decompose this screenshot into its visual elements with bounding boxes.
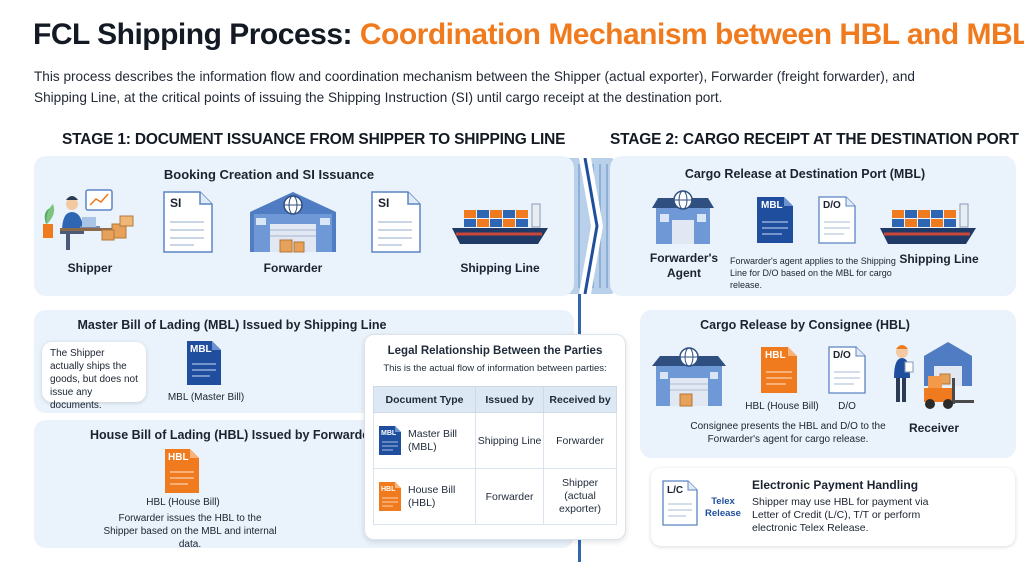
hbl-release-caption1: HBL (House Bill) (745, 401, 819, 412)
receiver-forklift-icon (888, 336, 984, 416)
mbl-row-icon-label: MBL (381, 430, 397, 437)
do-doc-label-1: D/O (823, 200, 841, 211)
cargo-ship-icon-1 (450, 200, 550, 248)
mbl-release-title: Cargo Release at Destination Port (MBL) (684, 167, 926, 181)
hbl-row-icon: HBL (378, 481, 402, 512)
hbl-issued-title: House Bill of Lading (HBL) Issued by For… (89, 428, 375, 442)
booking-title: Booking Creation and SI Issuance (163, 167, 375, 182)
shipping-line-label-1: Shipping Line (460, 261, 540, 275)
title-part2: Coordination Mechanism between HBL and M… (359, 18, 1024, 51)
hbl-release-title: Cargo Release by Consignee (HBL) (700, 318, 910, 332)
mbl-issued-title: Master Bill of Lading (MBL) Issued by Sh… (77, 318, 387, 332)
table-row: HBL House Bill (HBL) Forwarder Shipper (… (372, 468, 617, 525)
telex-release-label: Telex Release (705, 496, 741, 519)
mbl-doc-label: MBL (190, 344, 212, 355)
issued-cell: Forwarder (475, 468, 545, 525)
forwarder-label: Forwarder (263, 261, 323, 275)
forwarder-warehouse-icon (246, 188, 340, 254)
shipper-desk-icon (40, 186, 136, 254)
title-part1: FCL Shipping Process: (33, 18, 353, 51)
mbl-caption: MBL (Master Bill) (167, 392, 245, 403)
si-document-icon-2 (370, 190, 422, 254)
do-document-icon-2 (828, 346, 866, 394)
hbl-caption: HBL (House Bill) (146, 497, 220, 508)
hbl-release-note: Consignee presents the HBL and D/O to th… (690, 421, 886, 445)
shipper-note-card: The Shipper actually ships the goods, bu… (42, 342, 146, 411)
si-document-icon-1 (162, 190, 214, 254)
issued-cell: Shipping Line (475, 412, 545, 469)
col-document-type: Document Type (372, 386, 477, 413)
doc-name: Master Bill (MBL) (408, 427, 458, 453)
doc-name: House Bill (HBL) (408, 483, 456, 509)
do-doc-label-2: D/O (833, 350, 851, 361)
table-row: MBL Master Bill (MBL) Shipping Line Forw… (372, 412, 617, 469)
doc-cell: MBL Master Bill (MBL) (372, 412, 477, 469)
page-title: FCL Shipping Process: Coordination Mecha… (33, 18, 1024, 52)
hbl-release-caption2: D/O (838, 401, 856, 412)
stage2-heading: STAGE 2: CARGO RECEIPT AT THE DESTINATIO… (610, 131, 1019, 148)
receiver-label: Receiver (908, 421, 960, 435)
hbl-document-icon-2 (760, 346, 798, 394)
do-document-icon-1 (818, 196, 856, 244)
payment-text: Shipper may use HBL for payment via Lett… (752, 496, 929, 534)
hbl-doc-label-2: HBL (765, 350, 786, 361)
consignee-warehouse-icon (650, 346, 728, 408)
mbl-document-icon-2 (756, 196, 794, 244)
hbl-doc-label: HBL (168, 452, 189, 463)
payment-title: Electronic Payment Handling (752, 478, 919, 492)
mbl-row-icon: MBL (378, 425, 402, 456)
legal-subtitle: This is the actual flow of information b… (383, 363, 607, 374)
lc-document-icon (662, 480, 698, 526)
mbl-document-icon (186, 340, 222, 386)
mbl-doc-label-2: MBL (761, 200, 783, 211)
mbl-release-note: Forwarder's agent applies to the Shippin… (730, 256, 896, 290)
cargo-ship-icon-2 (878, 200, 978, 248)
hbl-row-icon-label: HBL (381, 486, 396, 493)
stage1-heading: STAGE 1: DOCUMENT ISSUANCE FROM SHIPPER … (62, 131, 566, 148)
intro-text: This process describes the information f… (34, 69, 915, 105)
si-doc-label-2: SI (378, 196, 390, 210)
lc-doc-label: L/C (667, 485, 684, 496)
col-received-by: Received by (543, 386, 617, 413)
hbl-note: Forwarder issues the HBL to the Shipper … (103, 513, 277, 550)
agent-office-icon (648, 188, 718, 246)
shipper-label: Shipper (67, 261, 113, 275)
hbl-document-icon (164, 448, 200, 494)
received-cell: Shipper (actual exporter) (543, 468, 617, 525)
legal-relationship-card: Legal Relationship Between the Parties T… (364, 334, 626, 540)
si-doc-label-1: SI (170, 196, 182, 210)
legal-title: Legal Relationship Between the Parties (387, 345, 603, 357)
agent-label: Forwarder's Agent (649, 251, 719, 280)
doc-cell: HBL House Bill (HBL) (372, 468, 477, 525)
received-cell: Forwarder (543, 412, 617, 469)
payment-card (651, 468, 1015, 546)
shipping-line-label-2: Shipping Line (899, 252, 979, 266)
col-issued-by: Issued by (475, 386, 545, 413)
legal-table: Document Type Issued by Received by MBL (372, 386, 617, 525)
